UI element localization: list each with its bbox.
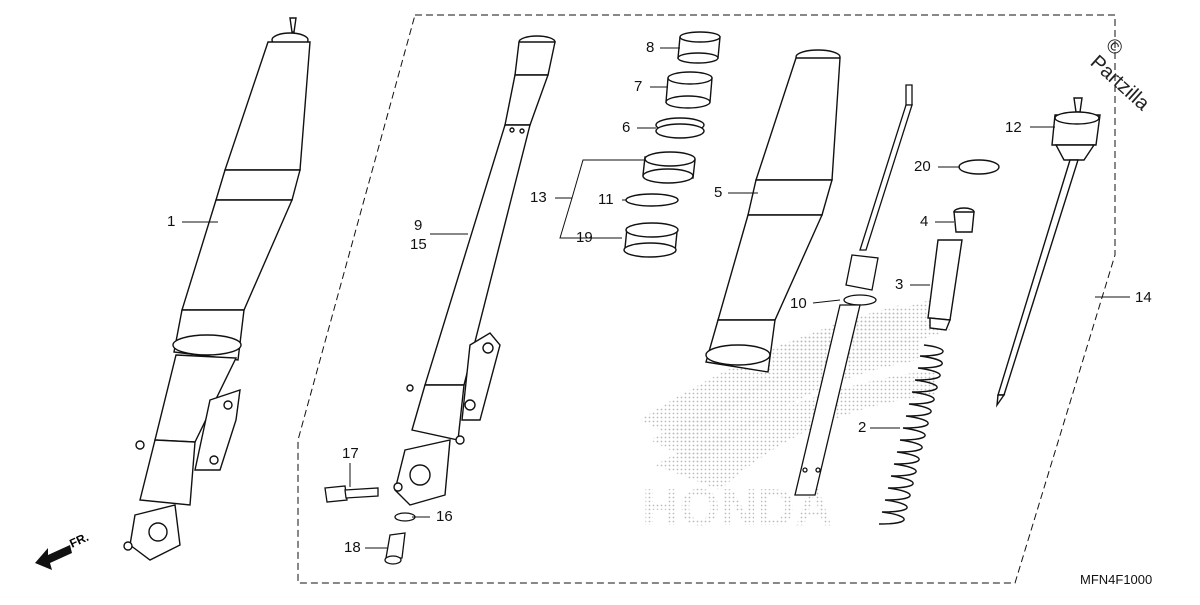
diagram-code: MFN4F1000 [1080, 572, 1153, 587]
bolts [324, 485, 416, 565]
callout-20: 20 [914, 158, 931, 175]
front-direction-arrow: FR. [35, 530, 91, 570]
callout-16: 16 [436, 508, 453, 525]
damper-rod [794, 84, 913, 496]
callout-5: 5 [714, 184, 723, 201]
callout-2: 2 [858, 419, 867, 436]
fr-label: FR. [67, 530, 90, 551]
seal-kit-parts [623, 31, 721, 258]
fork-spring [878, 344, 944, 525]
fork-assembly-left [123, 17, 311, 561]
callout-3: 3 [895, 276, 904, 293]
callout-1: 1 [167, 213, 176, 230]
callout-7: 7 [634, 78, 643, 95]
callout-11: 11 [598, 191, 614, 208]
callout-6: 6 [622, 119, 631, 136]
callout-15: 15 [410, 236, 427, 253]
callout-18: 18 [344, 539, 361, 556]
fork-tube-middle [393, 35, 556, 506]
callout-14: 14 [1135, 289, 1152, 306]
callout-4: 4 [920, 213, 929, 230]
callout-19: 19 [576, 229, 593, 246]
honda-logo-watermark: HONDA [640, 300, 950, 537]
callout-13: 13 [530, 189, 547, 206]
callout-9: 9 [414, 217, 423, 234]
callout-8: 8 [646, 39, 655, 56]
callout-17: 17 [342, 445, 359, 462]
assembly-frame [297, 14, 1116, 584]
callout-12: 12 [1005, 119, 1022, 136]
fork-tube-right [705, 49, 841, 373]
spring-parts [878, 159, 1000, 525]
leader-lines [182, 47, 1130, 549]
callout-10: 10 [790, 295, 807, 312]
fork-cap-assembly [996, 97, 1101, 408]
